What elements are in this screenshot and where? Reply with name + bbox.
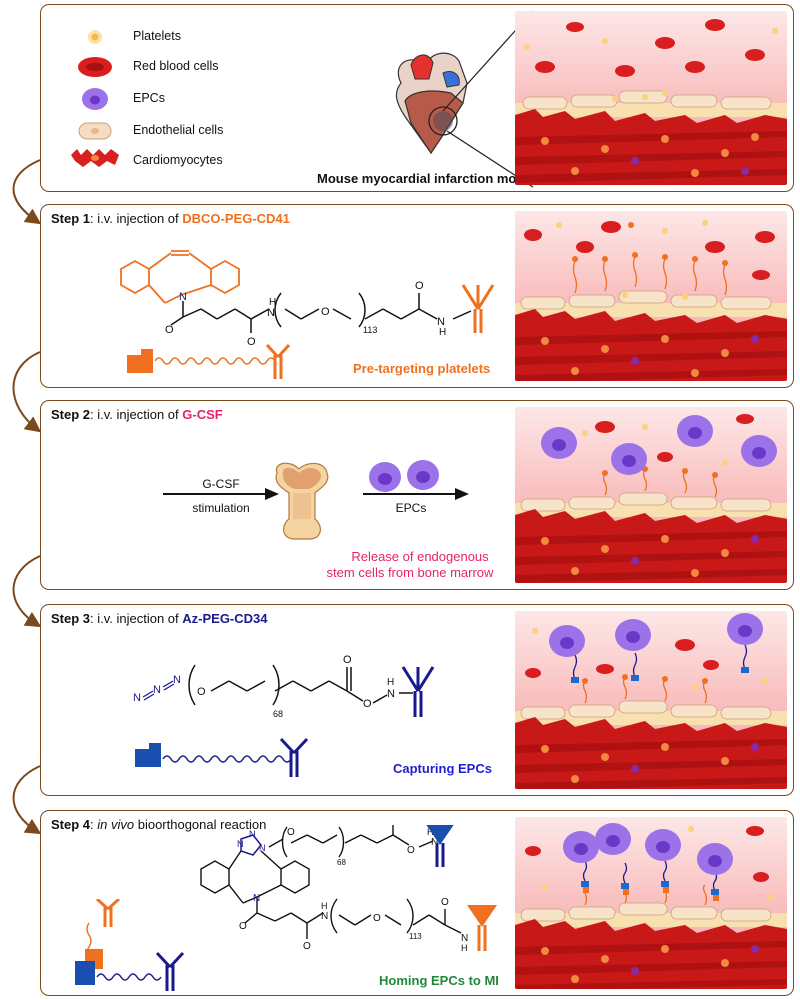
svg-text:N: N (267, 307, 275, 319)
epc-release-arrow (363, 488, 469, 500)
svg-text:N: N (321, 911, 328, 922)
svg-text:N: N (237, 839, 244, 849)
svg-text:O: O (363, 698, 372, 710)
legend-label-cardiomyocytes: Cardiomyocytes (133, 153, 223, 167)
connector-arrow (12, 351, 42, 433)
svg-text:N: N (173, 674, 181, 686)
linker-antibody-schematic (127, 343, 291, 379)
legend-label-endothelial: Endothelial cells (133, 123, 224, 137)
legend-icons (71, 30, 119, 167)
connector-arrow (12, 159, 42, 225)
step4-caption: Homing EPCs to MI (379, 973, 499, 988)
svg-text:N: N (253, 893, 260, 904)
svg-text:113: 113 (363, 325, 377, 335)
svg-text:O: O (415, 280, 424, 292)
svg-text:H: H (427, 827, 434, 837)
arrow1-bottom-label: stimulation (192, 501, 250, 515)
svg-text:O: O (441, 897, 449, 908)
svg-text:N: N (431, 837, 438, 848)
connector-arrow (12, 555, 42, 628)
step3-title: Step 3: i.v. injection of Az-PEG-CD34 (51, 611, 268, 626)
svg-text:O: O (407, 845, 415, 856)
dbco-peg-cd41-structure: N O O H N O 113 O N H (120, 250, 495, 348)
svg-text:O: O (373, 913, 381, 924)
svg-text:H: H (439, 327, 446, 338)
svg-text:O: O (197, 686, 206, 698)
tissue-view-baseline (515, 11, 787, 185)
svg-text:68: 68 (273, 709, 283, 719)
svg-text:O: O (165, 324, 174, 336)
svg-text:O: O (303, 941, 311, 952)
step3-panel: Step 3: i.v. injection of Az-PEG-CD34 N … (40, 604, 794, 796)
svg-text:N: N (259, 843, 266, 853)
svg-text:N: N (133, 692, 141, 704)
az-peg-cd34-structure: N N N O 68 O O H N (133, 654, 435, 719)
svg-text:H: H (387, 677, 394, 688)
step2-title: Step 2: i.v. injection of G-CSF (51, 407, 223, 422)
svg-text:O: O (343, 654, 352, 666)
svg-text:113: 113 (409, 932, 422, 941)
legend-label-platelets: Platelets (133, 29, 181, 43)
connector-arrow (12, 765, 42, 835)
svg-text:N: N (179, 291, 187, 303)
flow-connectors (12, 159, 42, 835)
bioorthogonal-product-structure: N N N O O H N O 68 N O O H (200, 825, 497, 953)
svg-text:O: O (247, 336, 256, 348)
step2-caption-line2: stem cells from bone marrow (326, 565, 494, 580)
svg-text:H: H (321, 901, 328, 911)
legend-label-rbc: Red blood cells (133, 59, 219, 73)
step1-caption: Pre-targeting platelets (353, 361, 491, 376)
svg-text:H: H (461, 943, 468, 953)
step4-panel: Step 4: in vivo bioorthogonal reaction N… (40, 810, 794, 996)
svg-text:N: N (461, 933, 468, 944)
arrow2-bottom-label: EPCs (395, 501, 427, 515)
step2-panel: Step 2: i.v. injection of G-CSF G-CSF st… (40, 400, 794, 590)
arrow1-top-label: G-CSF (202, 477, 240, 491)
tissue-view-step4 (515, 817, 787, 989)
svg-text:O: O (287, 827, 295, 838)
svg-text:N: N (249, 829, 256, 839)
step4-title: Step 4: in vivo bioorthogonal reaction (51, 817, 267, 832)
svg-text:68: 68 (337, 858, 346, 867)
svg-text:O: O (239, 921, 247, 932)
linker-antibody-schematic-blue (135, 737, 309, 777)
legend-panel: Platelets Red blood cells EPCs Endotheli… (40, 4, 794, 192)
step1-panel: Step 1: i.v. injection of DBCO-PEG-CD41 … (40, 204, 794, 388)
tissue-view-step2 (515, 407, 787, 583)
svg-text:N: N (387, 688, 395, 700)
model-caption: Mouse myocardial infarction model (317, 171, 536, 186)
svg-text:N: N (437, 316, 445, 328)
bone-marrow-icon (275, 462, 329, 540)
mouse-heart-illustration (395, 52, 468, 155)
tissue-view-step1 (515, 211, 787, 381)
step3-caption: Capturing EPCs (393, 761, 492, 776)
svg-text:N: N (153, 684, 161, 696)
linked-conjugate-schematic (75, 899, 185, 991)
svg-text:O: O (321, 306, 330, 318)
step2-caption-line1: Release of endogenous (351, 549, 489, 564)
tissue-view-step3 (515, 611, 787, 789)
legend-label-epcs: EPCs (133, 91, 165, 105)
step1-title: Step 1: i.v. injection of DBCO-PEG-CD41 (51, 211, 290, 226)
released-epcs (369, 460, 439, 492)
stimulation-arrow (163, 488, 279, 500)
svg-text:H: H (269, 297, 276, 308)
